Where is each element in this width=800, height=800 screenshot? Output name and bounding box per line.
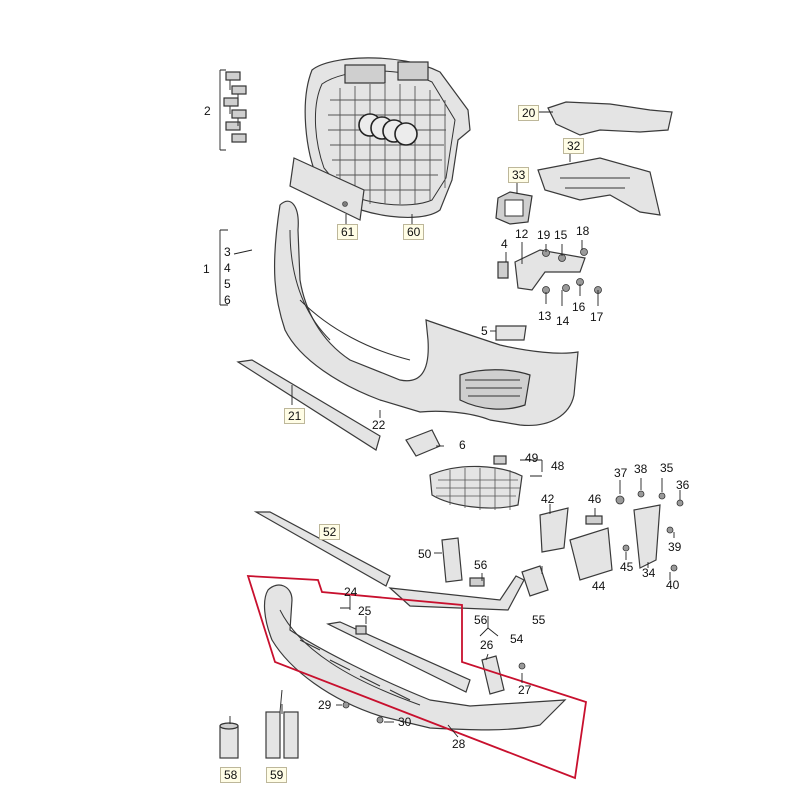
label-46: 46 xyxy=(588,492,602,506)
bumper-cover xyxy=(273,200,579,427)
label-40: 40 xyxy=(666,578,680,592)
label-36: 36 xyxy=(676,478,690,492)
trim-55 xyxy=(521,565,549,597)
bracket-34 xyxy=(633,504,661,569)
bracket-26 xyxy=(481,655,505,695)
label-5-group: 5 xyxy=(224,277,231,291)
label-29: 29 xyxy=(318,698,332,712)
label-22: 22 xyxy=(372,418,386,432)
label-25: 25 xyxy=(358,604,372,618)
label-55: 55 xyxy=(532,613,546,627)
label-49: 49 xyxy=(525,451,539,465)
cover-5 xyxy=(495,325,527,341)
spoiler-strip-52 xyxy=(253,511,391,587)
label-3: 3 xyxy=(224,245,231,259)
radiator-grille xyxy=(304,57,471,219)
label-4: 4 xyxy=(501,237,508,251)
label-26: 26 xyxy=(480,638,494,652)
label-16: 16 xyxy=(572,300,586,314)
label-44: 44 xyxy=(592,579,606,593)
cover-6 xyxy=(405,429,441,457)
bracket-20 xyxy=(547,101,673,136)
label-4-group: 4 xyxy=(224,261,231,275)
label-24: 24 xyxy=(344,585,358,599)
mounting-bracket-12 xyxy=(514,249,586,291)
label-13: 13 xyxy=(538,309,552,323)
label-61: 61 xyxy=(337,224,359,240)
label-52: 52 xyxy=(319,524,341,540)
label-6: 6 xyxy=(459,438,466,452)
highlight-outline xyxy=(246,575,587,780)
adhesive-can xyxy=(219,722,239,759)
fastener-set xyxy=(223,71,247,143)
label-15: 15 xyxy=(554,228,568,242)
label-32: 32 xyxy=(563,138,585,154)
label-56-part: 56 xyxy=(474,558,488,572)
label-27: 27 xyxy=(518,683,532,697)
label-58: 58 xyxy=(220,767,242,783)
label-38: 38 xyxy=(634,462,648,476)
label-30: 30 xyxy=(398,715,412,729)
label-1: 1 xyxy=(203,262,210,276)
label-12: 12 xyxy=(515,227,529,241)
label-14: 14 xyxy=(556,314,570,328)
label-34: 34 xyxy=(642,566,656,580)
label-59: 59 xyxy=(266,767,288,783)
label-45: 45 xyxy=(620,560,634,574)
label-60: 60 xyxy=(403,224,425,240)
label-6-group: 6 xyxy=(224,293,231,307)
label-50: 50 xyxy=(418,547,432,561)
label-48: 48 xyxy=(551,459,565,473)
label-33: 33 xyxy=(508,167,530,183)
label-37: 37 xyxy=(614,466,628,480)
label-19: 19 xyxy=(537,228,551,242)
underbody-panel xyxy=(263,584,567,731)
label-54: 54 xyxy=(510,632,524,646)
label-21: 21 xyxy=(284,408,306,424)
label-2: 2 xyxy=(204,104,211,118)
label-18: 18 xyxy=(576,224,590,238)
label-28: 28 xyxy=(452,737,466,751)
label-17: 17 xyxy=(590,310,604,324)
bracket-32 xyxy=(537,157,661,216)
grille-insert-50 xyxy=(441,537,463,583)
bracket-42 xyxy=(539,507,569,553)
bracket-44 xyxy=(569,527,613,581)
label-39: 39 xyxy=(668,540,682,554)
two-part-cartridge xyxy=(265,689,299,759)
label-42: 42 xyxy=(541,492,555,506)
label-56: 56 xyxy=(474,613,488,627)
label-35: 35 xyxy=(660,461,674,475)
lower-trim-strip xyxy=(236,359,381,451)
lower-grille-48 xyxy=(429,465,523,509)
lower-trim-24 xyxy=(326,621,471,693)
label-5: 5 xyxy=(481,324,488,338)
label-20: 20 xyxy=(518,105,540,121)
